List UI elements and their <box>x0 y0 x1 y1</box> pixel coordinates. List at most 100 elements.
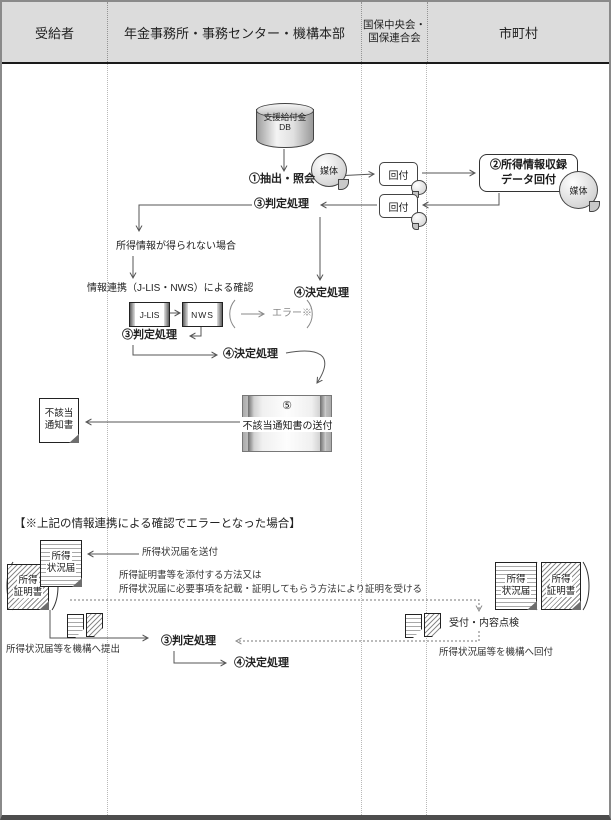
bubble-tail-icon <box>338 179 349 190</box>
page-fold-icon <box>527 601 537 610</box>
error-bracket-left <box>229 299 236 329</box>
status-line2: 状況届 <box>46 563 76 574</box>
step3c-label: ③判定処理 <box>161 635 216 647</box>
small-doc-shape <box>86 613 103 637</box>
small-doc-shape <box>67 614 84 638</box>
lane-separator-2 <box>361 64 362 815</box>
notice-line2: 通知書 <box>44 420 74 431</box>
page-fold-icon <box>72 578 82 587</box>
media-label-2: 媒体 <box>569 185 588 196</box>
mini-bubble-icon-1 <box>411 180 427 198</box>
notice-document-shape: 不該当 通知書 <box>39 398 79 443</box>
cert-line1: 所得 <box>551 573 571 585</box>
bubble-tail-icon <box>589 201 600 212</box>
page-fold-icon <box>571 601 581 610</box>
small-doc-shape <box>405 614 422 638</box>
page-fold-icon <box>39 601 49 610</box>
arrow-step3-branch-left <box>139 204 252 231</box>
dotted-route-to-step3c <box>236 631 480 641</box>
nws-box: NWS <box>182 302 223 327</box>
lane-nhi-line1: 国保中央会・ <box>363 18 426 31</box>
step2-line1: ②所得情報収録 <box>490 159 567 171</box>
arrow-step4-to-step5 <box>285 350 326 383</box>
lane-municipality: 市町村 <box>428 2 609 62</box>
lane-recipient: 受給者 <box>2 2 108 62</box>
jlis-box: J-LIS <box>129 302 170 327</box>
method-line1-label: 所得証明書等を添付する方法又は <box>119 570 262 581</box>
database-label: 支援給付金 DB <box>256 112 314 132</box>
send-status-report-label: 所得状況届を送付 <box>142 547 219 558</box>
dotted-certify-to-reception <box>70 599 479 611</box>
arrow-step3b-to-step4b <box>132 345 217 355</box>
lane-municipality-label: 市町村 <box>498 25 538 41</box>
lane-nhi-federation-label: 国保中央会・国保連合会 <box>363 19 426 45</box>
lane-separator-3 <box>426 64 427 815</box>
arrow-step3c-to-step4c <box>173 651 226 663</box>
media-bubble-icon-2: 媒体 <box>559 171 600 212</box>
arrow-submit-to-step3c <box>49 610 148 638</box>
paren-right-cert-doc-right <box>582 561 590 611</box>
small-hatched-doc-right <box>424 613 441 637</box>
income-certificate-document-right: 所得 証明書 <box>541 562 581 610</box>
step3b-label: ③判定処理 <box>122 329 177 341</box>
database-cylinder-icon: 支援給付金 DB <box>256 103 314 148</box>
error-bracket-right <box>306 299 313 329</box>
media-label-1: 媒体 <box>319 165 338 176</box>
error-section-title: 【※上記の情報連携による確認でエラーとなった場合】 <box>14 518 301 530</box>
error-note-label: エラー※ <box>272 308 312 319</box>
database-top <box>256 103 314 118</box>
small-hatched-doc-left <box>86 613 103 637</box>
income-status-report-document-right: 所得 状況届 <box>495 562 537 610</box>
step3-label: ③判定処理 <box>254 198 309 210</box>
status-line1: 所得 <box>506 573 526 585</box>
jlis-label: J-LIS <box>139 309 160 320</box>
step2-line2: データ回付 <box>501 173 556 186</box>
lane-nhi-line2: 国保連合会 <box>368 32 421 44</box>
step5-number: ⑤ <box>282 400 292 412</box>
method-line2-label: 所得状況届に必要事項を記載・証明してもらう方法により証明を受ける <box>119 584 423 595</box>
notice-line1: 不該当 <box>44 408 74 420</box>
step1-label: ①抽出・照会 <box>249 173 315 185</box>
step5-label: 不該当通知書の送付 <box>240 417 335 432</box>
lane-nhi-federation: 国保中央会・国保連合会 <box>362 2 428 62</box>
lane-recipient-label: 受給者 <box>34 25 74 41</box>
income-status-report-shape: 所得 状況届 <box>495 562 537 610</box>
arrow-nws-to-step3b <box>190 326 202 336</box>
lane-pension-office: 年金事務所・事務センター・機構本部 <box>108 2 362 62</box>
mini-bubble-icon-2 <box>411 212 427 230</box>
lane-header: 受給者 年金事務所・事務センター・機構本部 国保中央会・国保連合会 市町村 <box>2 2 609 64</box>
notice-document: 不該当 通知書 <box>39 398 79 443</box>
income-status-report-shape: 所得 状況届 <box>40 540 82 587</box>
step5-box: ⑤ 不該当通知書の送付 <box>240 395 335 452</box>
route-to-org-label: 所得状況届等を機構へ回付 <box>439 647 554 658</box>
cert-line1: 所得 <box>18 574 38 586</box>
nws-label: NWS <box>191 309 214 320</box>
small-doc-shape <box>424 613 441 637</box>
lane-pension-office-label: 年金事務所・事務センター・機構本部 <box>123 25 345 41</box>
linkage-check-label: 情報連携（J-LIS・NWS）による確認 <box>87 283 254 294</box>
step2-box: ②所得情報収録 データ回付 <box>479 154 578 192</box>
page-fold-icon <box>69 434 79 443</box>
kaifu-label-2: 回付 <box>388 202 409 214</box>
lane-separator-1 <box>107 64 108 815</box>
cert-line2: 証明書 <box>546 585 576 597</box>
kaifu-box-1: 回付 <box>379 162 427 198</box>
database-label-line1: 支援給付金 <box>263 112 307 122</box>
kaifu-box-2: 回付 <box>379 194 427 230</box>
small-lined-doc-right <box>405 614 422 638</box>
small-lined-doc-left <box>67 614 84 638</box>
status-line1: 所得 <box>51 551 71 563</box>
submit-to-org-label: 所得状況届等を機構へ提出 <box>6 644 121 655</box>
step4b-label: ④決定処理 <box>223 348 278 360</box>
income-status-report-document-left: 所得 状況届 <box>40 540 82 587</box>
media-bubble-icon-1: 媒体 <box>311 153 349 190</box>
reception-label: 受付・内容点検 <box>449 618 519 629</box>
arrow-step2-to-kaifu2 <box>423 193 500 205</box>
no-income-info-label: 所得情報が得られない場合 <box>116 241 236 252</box>
cert-line2: 証明書 <box>13 586 43 598</box>
step4c-label: ④決定処理 <box>234 657 289 669</box>
income-certificate-shape: 所得 証明書 <box>541 562 581 610</box>
status-line2: 状況届 <box>501 585 531 597</box>
